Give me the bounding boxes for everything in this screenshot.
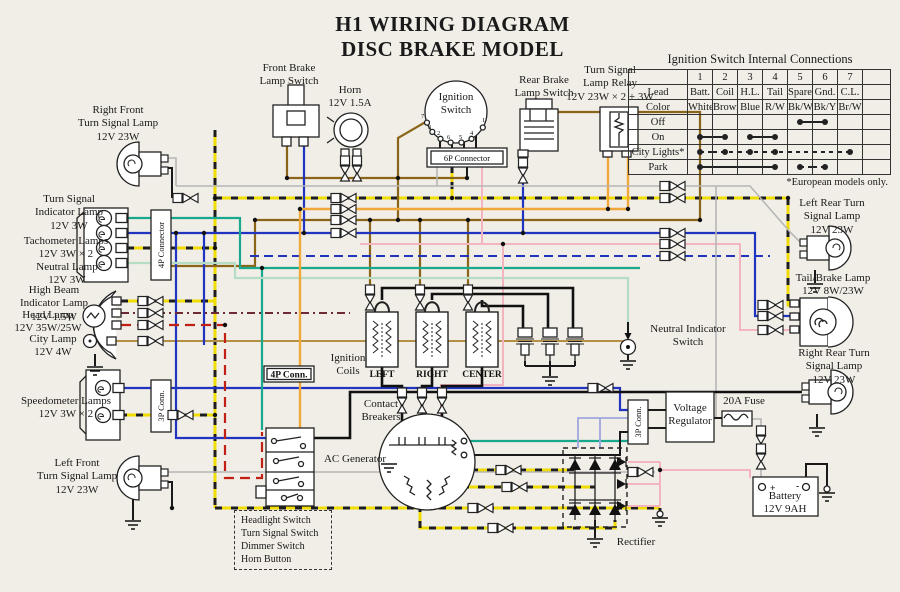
label-tachometer-lamps: Tachometer Lamps 12V 3W × 2 bbox=[23, 235, 109, 261]
connector-3p-right-label: 3P Conn. bbox=[633, 406, 643, 437]
diagram-title-line1: H1 WIRING DIAGRAM bbox=[335, 12, 570, 36]
label-battery: Battery 12V 9AH bbox=[763, 490, 807, 516]
indicator-lamp-cluster bbox=[76, 207, 129, 283]
label-ignition-switch: Ignition Switch bbox=[438, 91, 474, 117]
speedometer-lamp-cluster bbox=[79, 369, 125, 441]
ignition-coil-center bbox=[465, 301, 499, 368]
spark-plugs bbox=[515, 327, 585, 362]
handlebar-switch-label-box bbox=[234, 510, 332, 570]
ignition-switch: 7 3 2 6 5 4 1 bbox=[421, 80, 488, 146]
connector-6p: 6P Connector bbox=[426, 147, 508, 168]
headlamp bbox=[82, 290, 122, 360]
table-title: Ignition Switch Internal Connections bbox=[667, 52, 853, 66]
label-contact-breakers: Contact Breakers bbox=[361, 398, 401, 424]
ignition-terminal-7: 7 bbox=[421, 113, 425, 120]
label-rectifier: Rectifier bbox=[616, 536, 656, 548]
label-head-lamp: Head Lamp 12V 35W/25W bbox=[14, 309, 82, 335]
ignition-terminal-2: 2 bbox=[437, 130, 440, 137]
handlebar-switch-assembly bbox=[255, 427, 315, 507]
connector-3p-right: 3P Conn. bbox=[627, 399, 649, 445]
ignition-terminal-1: 1 bbox=[482, 117, 485, 124]
junction-dots bbox=[169, 175, 791, 511]
horn bbox=[326, 112, 369, 159]
table-row-terminals: 1 2 3 4 5 6 7 bbox=[628, 69, 891, 85]
coil-right-label: RIGHT bbox=[416, 370, 448, 380]
wire-red-dashed bbox=[121, 323, 264, 480]
label-turn-signal-indicator: Turn Signal Indicator Lamp 12V 3W bbox=[34, 193, 104, 232]
table-row-lead: Lead Batt. Coil H.L. Tail Spare Gnd. C.L… bbox=[628, 84, 891, 100]
ignition-switch-table: Ignition Switch Internal Connections 1 2… bbox=[628, 52, 892, 188]
label-ac-generator: AC Generator bbox=[323, 453, 386, 465]
label-high-beam: High Beam Indicator Lamp 12V 1.5W bbox=[19, 284, 89, 323]
connector-4p-label: 4P Connector bbox=[156, 222, 166, 268]
ignition-terminal-5: 5 bbox=[459, 134, 462, 141]
label-front-brake-switch: Front Brake Lamp Switch bbox=[259, 62, 319, 88]
ignition-coil-left bbox=[365, 301, 399, 368]
rear-brake-lamp-switch bbox=[517, 98, 559, 158]
label-voltage-regulator: Voltage Regulator bbox=[668, 402, 712, 428]
wire-pink bbox=[360, 166, 790, 507]
label-handlebar-switches: Headlight Switch Turn Signal Switch Dimm… bbox=[241, 515, 319, 565]
ac-generator bbox=[378, 413, 476, 511]
connector-3p-left: 3P Conn. bbox=[150, 379, 172, 433]
table-row-city-lights: City Lights* bbox=[628, 144, 891, 160]
voltage-regulator-box bbox=[665, 391, 715, 443]
neutral-indicator-switch bbox=[619, 322, 637, 356]
label-horn: Horn 12V 1.5A bbox=[328, 84, 372, 110]
battery-plus-sign: + bbox=[770, 484, 775, 494]
fuse-20a bbox=[721, 410, 753, 427]
table-footnote: *European models only. bbox=[786, 177, 888, 188]
label-left-front-turn-signal: Left Front Turn Signal Lamp 12V 23W bbox=[36, 457, 118, 496]
table-row-off: Off bbox=[628, 114, 891, 130]
diagram-title-line2: DISC BRAKE MODEL bbox=[341, 37, 564, 62]
ground-symbols bbox=[86, 283, 836, 548]
wire-teal bbox=[127, 216, 640, 443]
battery-minus-sign: - bbox=[796, 482, 799, 492]
table-row-park: Park bbox=[628, 159, 891, 175]
ignition-terminal-4: 4 bbox=[470, 130, 474, 137]
connections-table: 1 2 3 4 5 6 7 Lead Batt. Coil H.L. Tail … bbox=[628, 69, 891, 175]
diagram-title: H1 WIRING DIAGRAM DISC BRAKE MODEL bbox=[285, 12, 620, 62]
battery: + - bbox=[752, 476, 831, 517]
label-neutral-lamp: Neutral Lamp 12V 3W bbox=[36, 261, 98, 287]
ignition-terminal-3: 3 bbox=[428, 124, 431, 131]
coil-left-label: LEFT bbox=[370, 370, 395, 380]
wire-black-heavy bbox=[312, 286, 802, 441]
label-fuse: 20A Fuse bbox=[723, 395, 765, 407]
table-row-color: Color White Brown Blue R/W Bk/W Bk/Y Br/… bbox=[628, 99, 891, 115]
connector-4p-left: 4P Connector bbox=[150, 209, 172, 281]
label-right-front-turn-signal: Right Front Turn Signal Lamp 12V 23W bbox=[77, 104, 159, 143]
right-front-turn-signal-lamp bbox=[116, 141, 169, 187]
label-speedometer-lamps: Speedometer Lamps 12V 3W × 2 bbox=[20, 395, 112, 421]
ignition-terminal-6: 6 bbox=[447, 134, 451, 141]
connector-4p-mid: 4P Conn. bbox=[263, 365, 315, 383]
coil-center-label: CENTER bbox=[462, 370, 502, 380]
connector-4p-mid-label: 4P Conn. bbox=[271, 371, 308, 381]
wire-pale-green bbox=[127, 261, 630, 333]
label-neutral-indicator-switch: Neutral Indicator Switch bbox=[650, 323, 726, 349]
front-brake-lamp-switch bbox=[272, 84, 320, 147]
wire-blue bbox=[120, 146, 790, 440]
wire-orange bbox=[298, 151, 630, 428]
label-tail-brake-lamp: Tail/Brake Lamp 12V 8W/23W bbox=[795, 272, 871, 298]
label-ignition-coils: Ignition Coils bbox=[330, 352, 366, 378]
label-left-rear-turn-signal: Left Rear Turn Signal Lamp 12V 23W bbox=[799, 197, 865, 236]
connector-3p-left-label: 3P Conn. bbox=[156, 390, 166, 421]
label-city-lamp: City Lamp 12V 4W bbox=[29, 333, 77, 359]
label-rear-brake-switch: Rear Brake Lamp Switch bbox=[514, 74, 574, 100]
connector-6p-label: 6P Connector bbox=[444, 153, 490, 163]
label-right-rear-turn-signal: Right Rear Turn Signal Lamp 12V 23W bbox=[798, 347, 870, 386]
ignition-coil-right bbox=[415, 301, 449, 368]
rectifier bbox=[562, 447, 628, 528]
table-row-on: On bbox=[628, 129, 891, 145]
tail-brake-lamp bbox=[789, 296, 854, 348]
wire-lavender bbox=[577, 417, 628, 448]
